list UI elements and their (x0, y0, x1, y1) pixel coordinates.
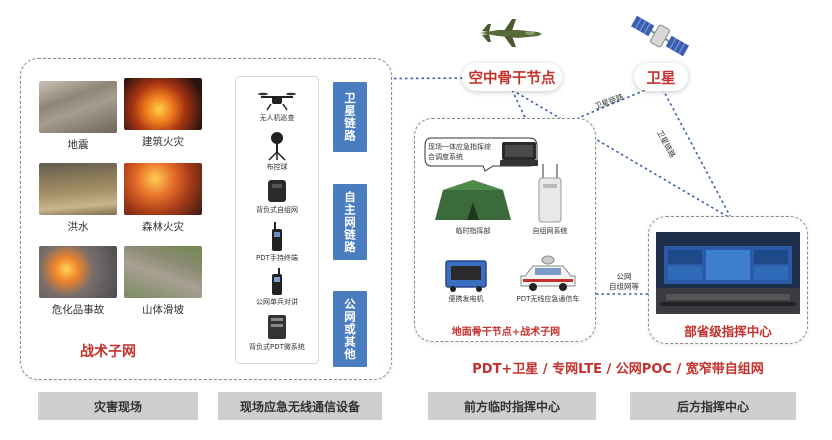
equipment-label: 背负式PDT微系统 (249, 343, 305, 351)
satellite-icon (631, 15, 689, 57)
backpack-radio-icon (268, 180, 286, 202)
laptop-icon (500, 142, 538, 166)
mid-item-tent: 临时指挥部 (430, 178, 516, 236)
landslide-photo (124, 246, 202, 298)
disaster-building-fire: 建筑火灾 (124, 78, 202, 149)
equipment-backpack-radio: 背负式自组网 (235, 178, 319, 215)
disaster-label: 山体滑坡 (142, 304, 184, 316)
link-label-public-net-line2: 自组网等 (609, 282, 639, 291)
disaster-label: 危化品事故 (51, 304, 105, 316)
equipment-label: 布控球 (266, 163, 288, 171)
disaster-landslide: 山体滑坡 (124, 246, 202, 317)
flood-photo (39, 163, 117, 215)
link-label-public-net: 公网 自组网等 (606, 272, 642, 292)
disaster-earthquake: 地震 (39, 81, 117, 152)
base-station-icon (538, 164, 562, 223)
bottom-bar-forward-command: 前方临时指挥中心 (428, 392, 596, 420)
walkie-talkie-icon (272, 268, 282, 295)
equipment-label: PDT手持终端 (256, 254, 298, 262)
equipment-label: 背负式自组网 (256, 206, 298, 214)
earthquake-photo (39, 81, 117, 133)
link-bar-label: 自主网链路 (343, 190, 357, 254)
disaster-label: 建筑火灾 (142, 136, 184, 148)
bubble-text: 现场一体应急指挥综合调度系统 (428, 143, 491, 161)
link-bar-label: 公网或其他 (343, 297, 357, 361)
equipment-backpack-pdt: 背负式PDT微系统 (235, 313, 319, 352)
equipment-dome-camera: 布控球 (235, 131, 319, 172)
aircraft-icon (480, 19, 542, 47)
tactical-subnet-title: 战术子网 (80, 344, 136, 360)
disaster-forest-fire: 森林火灾 (124, 163, 202, 234)
link-label-public-net-line1: 公网 (616, 272, 632, 281)
backpack-pdt-icon (268, 315, 286, 339)
satellite-node: 卫星 (634, 63, 688, 91)
chemical-accident-photo (39, 246, 117, 298)
link-bar-label: 卫星链路 (343, 92, 357, 142)
handheld-radio-icon (272, 222, 282, 251)
mid-item-vehicle: PDT无线应急通信车 (508, 254, 588, 304)
disaster-label: 地震 (67, 139, 89, 151)
building-fire-photo (124, 78, 202, 130)
equipment-drone: 无人机巡查 (235, 90, 319, 123)
equipment-walkie-talkie: 公网单兵对讲 (235, 268, 319, 307)
drone-icon (258, 92, 296, 111)
mid-item-base-station: 自组网系统 (522, 164, 578, 236)
tent-icon (435, 180, 511, 220)
link-bar-public-network: 公网或其他 (333, 291, 367, 367)
link-air-to-hq (511, 89, 731, 219)
forest-fire-photo (124, 163, 202, 215)
disaster-label: 森林火灾 (142, 221, 184, 233)
disaster-chemical-accident: 危化品事故 (39, 246, 117, 317)
link-sat-to-air (577, 83, 661, 119)
vehicle-icon (520, 255, 576, 291)
video-wall-icon (656, 232, 800, 314)
link-bar-satellite: 卫星链路 (333, 82, 367, 152)
tech-line: PDT+卫星 / 专网LTE / 公网POC / 宽窄带自组网 (472, 362, 764, 377)
disaster-label: 洪水 (67, 221, 89, 233)
mid-item-label: 便携发电机 (448, 295, 484, 303)
air-backbone-node: 空中骨干节点 (462, 63, 562, 91)
dome-camera-icon (268, 132, 286, 161)
mid-item-label: 临时指挥部 (455, 227, 491, 235)
bottom-bar-disaster-site: 灾害现场 (38, 392, 198, 420)
disaster-flood: 洪水 (39, 163, 117, 234)
equipment-label: 公网单兵对讲 (256, 298, 298, 306)
mid-item-label: PDT无线应急通信车 (516, 295, 580, 303)
bottom-bar-rear-command: 后方指挥中心 (630, 392, 796, 420)
bottom-bar-field-equipment: 现场应急无线通信设备 (218, 392, 382, 420)
mid-item-label: 自组网系统 (532, 227, 568, 235)
mid-item-generator: 便携发电机 (434, 256, 498, 304)
equipment-label: 无人机巡查 (259, 114, 295, 122)
generator-icon (445, 260, 487, 292)
ground-backbone-title: 地面骨干节点+战术子网 (451, 327, 561, 338)
equipment-handheld-radio: PDT手持终端 (235, 222, 319, 263)
command-center-title: 部省级指挥中心 (684, 324, 772, 339)
link-bar-self-organizing: 自主网链路 (333, 184, 367, 260)
